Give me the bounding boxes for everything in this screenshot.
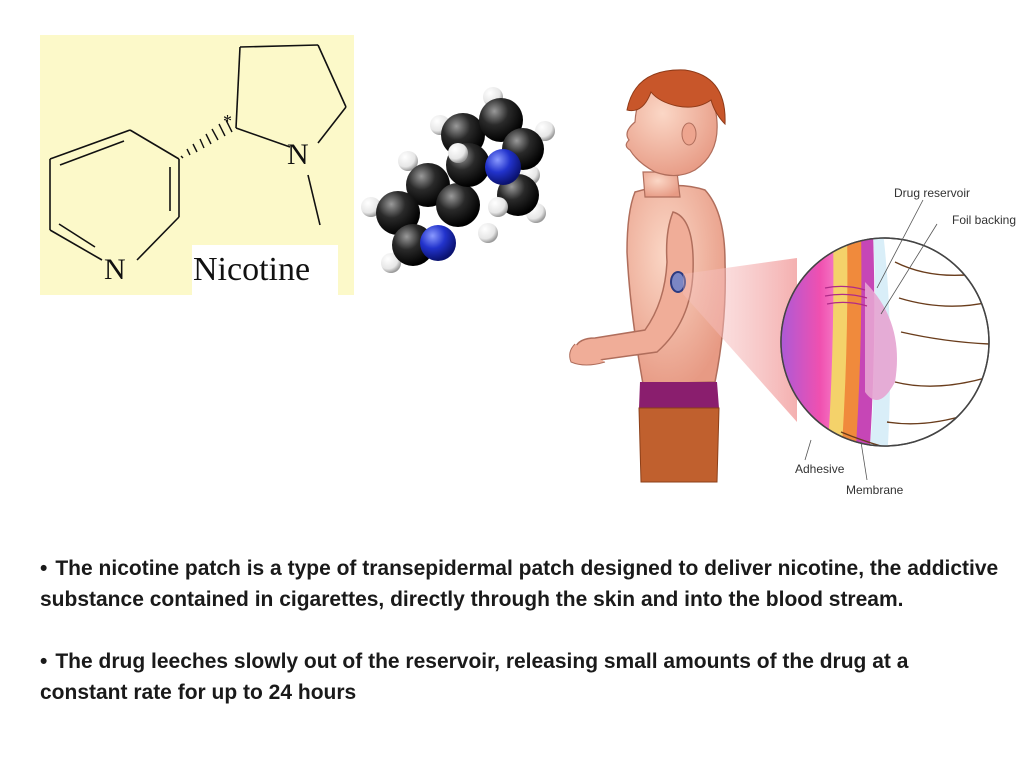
bullet-icon: •	[40, 557, 48, 580]
label-foil-backing: Foil backing	[952, 213, 1017, 227]
bullet-item: •The drug leeches slowly out of the rese…	[40, 646, 1000, 708]
bullet-icon: •	[40, 650, 48, 673]
label-membrane: Membrane	[846, 483, 904, 497]
patch-illustration-icon	[569, 69, 990, 483]
stereocenter-mark: *	[223, 111, 232, 131]
bullet-text: The drug leeches slowly out of the reser…	[40, 650, 909, 704]
ring-nitrogen-label: N	[287, 138, 309, 171]
molecule-name: Nicotine	[193, 251, 311, 288]
molecule-model-icon	[361, 87, 555, 273]
label-adhesive: Adhesive	[795, 462, 845, 476]
pyridine-nitrogen-label: N	[104, 253, 126, 286]
bullet-text: The nicotine patch is a type of transepi…	[40, 557, 999, 611]
label-drug-reservoir: Drug reservoir	[894, 186, 971, 200]
name-box	[192, 245, 338, 295]
structural-formula-panel: N N * Nicotine	[40, 35, 354, 295]
bullet-list: •The nicotine patch is a type of transep…	[40, 553, 1000, 739]
bullet-item: •The nicotine patch is a type of transep…	[40, 553, 1000, 615]
structural-formula-icon	[49, 44, 347, 261]
